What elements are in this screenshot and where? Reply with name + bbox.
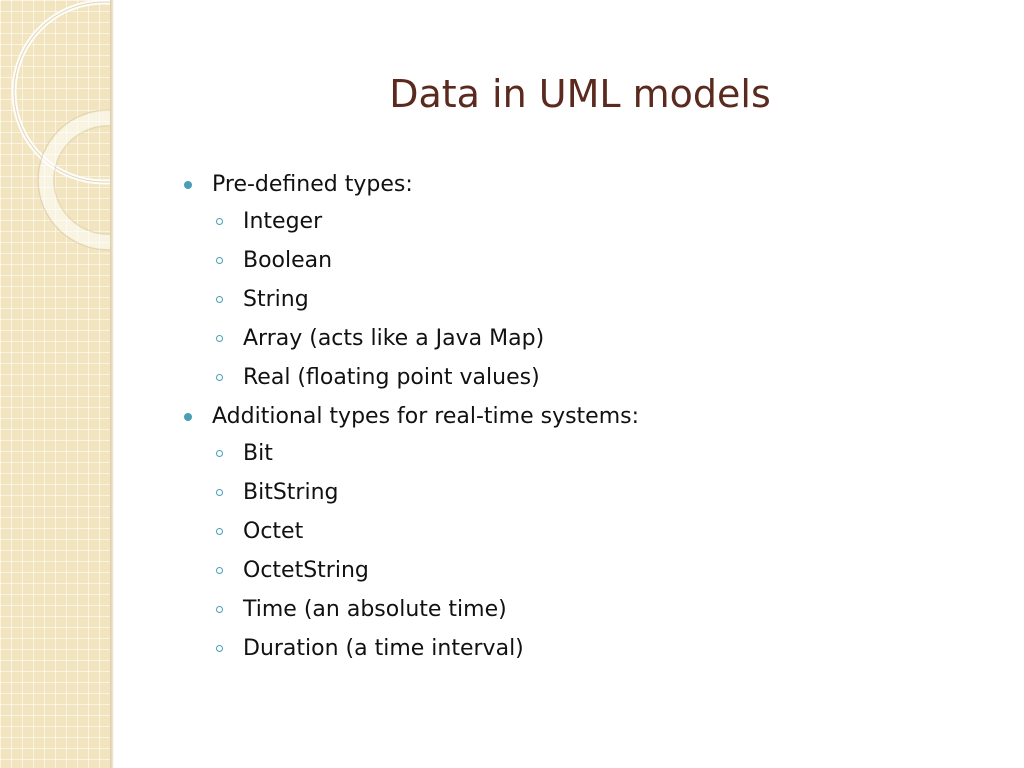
open-circle-bullet-icon — [216, 489, 223, 496]
sub-bullet-text: Boolean — [243, 248, 333, 273]
open-circle-bullet-icon — [216, 374, 223, 381]
sub-bullet-item: Real (floating point values) — [212, 361, 980, 394]
sub-bullet-text: OctetString — [243, 558, 369, 583]
sub-bullet-text: Time (an absolute time) — [243, 597, 507, 622]
sub-bullet-item: Duration (a time interval) — [212, 632, 980, 665]
open-circle-bullet-icon — [216, 567, 223, 574]
bullet-dot-icon — [184, 181, 192, 189]
sub-bullet-text: Octet — [243, 519, 304, 544]
sub-bullet-item: Octet — [212, 515, 980, 548]
sub-bullet-item: Integer — [212, 205, 980, 238]
sub-bullet-list: Integer Boolean String Array (acts like … — [212, 205, 980, 394]
sub-bullet-text: Array (acts like a Java Map) — [243, 326, 545, 351]
sub-bullet-text: Real (floating point values) — [243, 365, 540, 390]
sub-bullet-text: String — [243, 287, 309, 312]
bullet-list: Pre-defined types: Integer Boolean Strin… — [180, 168, 980, 671]
open-circle-bullet-icon — [216, 257, 223, 264]
sub-bullet-text: Duration (a time interval) — [243, 636, 524, 661]
bullet-item-predefined-types: Pre-defined types: Integer Boolean Strin… — [180, 168, 980, 394]
sub-bullet-item: String — [212, 283, 980, 316]
sub-bullet-item: Array (acts like a Java Map) — [212, 322, 980, 355]
sub-bullet-text: BitString — [243, 480, 339, 505]
bullet-text: Pre-defined types: — [212, 172, 413, 197]
bullet-item-realtime-types: Additional types for real-time systems: … — [180, 400, 980, 665]
bullet-dot-icon — [184, 413, 192, 421]
sub-bullet-text: Integer — [243, 209, 323, 234]
sub-bullet-item: OctetString — [212, 554, 980, 587]
side-panel-edge — [110, 0, 114, 768]
open-circle-bullet-icon — [216, 335, 223, 342]
sub-bullet-item: BitString — [212, 476, 980, 509]
open-circle-bullet-icon — [216, 450, 223, 457]
sub-bullet-item: Boolean — [212, 244, 980, 277]
sub-bullet-item: Time (an absolute time) — [212, 593, 980, 626]
decorative-rings-icon — [11, 0, 114, 251]
sub-bullet-text: Bit — [243, 441, 273, 466]
slide-title: Data in UML models — [389, 72, 771, 116]
open-circle-bullet-icon — [216, 218, 223, 225]
sub-bullet-list: Bit BitString Octet OctetString Time (an… — [212, 437, 980, 665]
decorative-side-panel — [0, 0, 114, 768]
open-circle-bullet-icon — [216, 606, 223, 613]
open-circle-bullet-icon — [216, 528, 223, 535]
open-circle-bullet-icon — [216, 645, 223, 652]
bullet-text: Additional types for real-time systems: — [212, 404, 640, 429]
open-circle-bullet-icon — [216, 296, 223, 303]
sub-bullet-item: Bit — [212, 437, 980, 470]
